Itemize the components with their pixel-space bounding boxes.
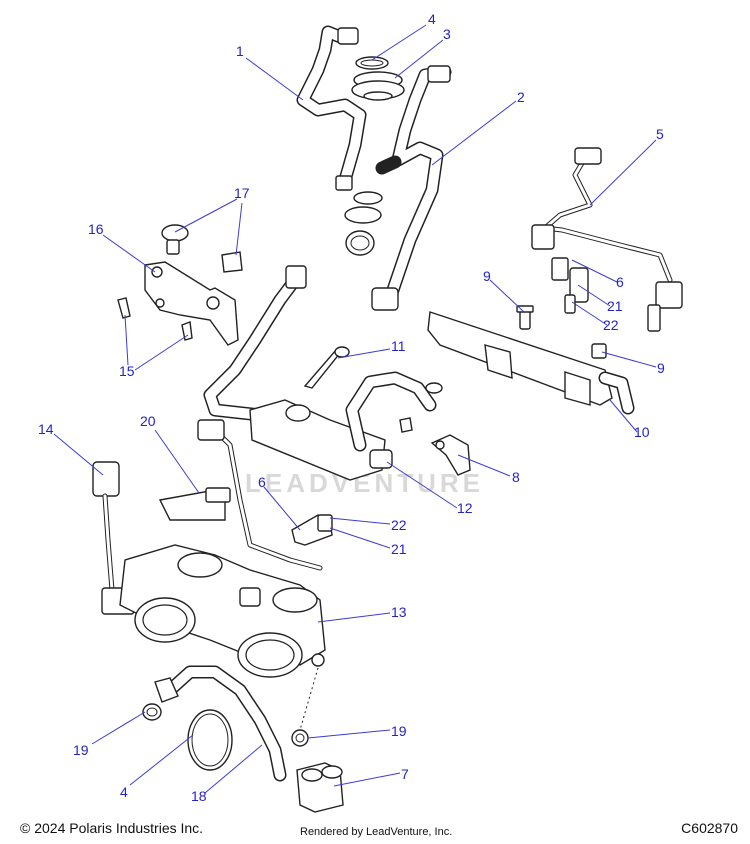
callout-3[interactable]: 3 xyxy=(443,26,451,42)
callout-18[interactable]: 18 xyxy=(191,788,207,804)
callout-4-upper[interactable]: 4 xyxy=(428,11,436,27)
leader-lines xyxy=(53,24,657,794)
part-2-fuel-hose[interactable] xyxy=(371,65,452,311)
callout-20[interactable]: 20 xyxy=(140,413,156,429)
part-20-harness[interactable] xyxy=(158,419,323,571)
dashed-line xyxy=(299,667,319,731)
part-11-bolt[interactable] xyxy=(303,346,350,389)
callout-2[interactable]: 2 xyxy=(517,89,525,105)
rendered-by-text: Rendered by LeadVenture, Inc. xyxy=(300,826,453,838)
part-5-harness[interactable] xyxy=(531,147,683,332)
callout-11[interactable]: 11 xyxy=(391,338,406,354)
callouts: 1 2 3 4 4 5 6 6 7 8 9 9 10 11 12 13 14 1… xyxy=(38,11,665,804)
callout-1[interactable]: 1 xyxy=(236,43,244,59)
callout-22-lower[interactable]: 22 xyxy=(391,517,407,533)
callout-21-lower[interactable]: 21 xyxy=(391,541,407,557)
part-1-fuel-hose[interactable] xyxy=(296,25,367,191)
part-6-injector-upper[interactable] xyxy=(551,257,589,314)
part-8-clip[interactable] xyxy=(430,434,471,476)
callout-17[interactable]: 17 xyxy=(234,185,250,201)
callout-22-upper[interactable]: 22 xyxy=(603,317,619,333)
part-4-clamp-upper[interactable] xyxy=(355,56,389,70)
part-16-bracket[interactable] xyxy=(144,261,239,346)
callout-6-upper[interactable]: 6 xyxy=(616,274,624,290)
part-6-injector-lower[interactable] xyxy=(291,514,333,546)
part-17-clamp[interactable] xyxy=(161,224,243,273)
part-18-hose[interactable] xyxy=(154,665,287,782)
callout-4-lower[interactable]: 4 xyxy=(120,784,128,800)
part-15-bolt[interactable] xyxy=(117,297,193,341)
callout-16[interactable]: 16 xyxy=(88,221,104,237)
callout-19-left[interactable]: 19 xyxy=(73,742,89,758)
callout-19-right[interactable]: 19 xyxy=(391,723,407,739)
part-3-grommet[interactable] xyxy=(351,71,405,101)
part-9-bolt-right[interactable] xyxy=(591,343,607,359)
callout-9-right[interactable]: 9 xyxy=(657,360,665,376)
part-9-bolt-left[interactable] xyxy=(516,305,534,330)
grommet-lower[interactable] xyxy=(344,191,383,256)
callout-7[interactable]: 7 xyxy=(401,766,409,782)
callout-9-left[interactable]: 9 xyxy=(483,268,491,284)
part-4-clamp-lower[interactable] xyxy=(187,709,233,771)
callout-12[interactable]: 12 xyxy=(457,500,473,516)
part-19-clamp-left[interactable] xyxy=(142,703,162,721)
callout-13[interactable]: 13 xyxy=(391,604,407,620)
part-12-rail-assembly[interactable] xyxy=(203,265,443,481)
part-19-clamp-right[interactable] xyxy=(291,729,309,747)
callout-8[interactable]: 8 xyxy=(512,469,520,485)
part-13-throttle-body[interactable] xyxy=(119,544,326,678)
callout-21-upper[interactable]: 21 xyxy=(607,298,623,314)
copyright-text: © 2024 Polaris Industries Inc. xyxy=(20,820,204,836)
callout-6-lower[interactable]: 6 xyxy=(258,474,266,490)
callout-10[interactable]: 10 xyxy=(634,424,650,440)
callout-14[interactable]: 14 xyxy=(38,421,54,437)
callout-5[interactable]: 5 xyxy=(656,126,664,142)
callout-15[interactable]: 15 xyxy=(119,363,135,379)
part-10-fuel-rail[interactable] xyxy=(427,311,635,415)
part-7-cap[interactable] xyxy=(296,762,344,813)
diagram-id: C602870 xyxy=(681,820,738,836)
